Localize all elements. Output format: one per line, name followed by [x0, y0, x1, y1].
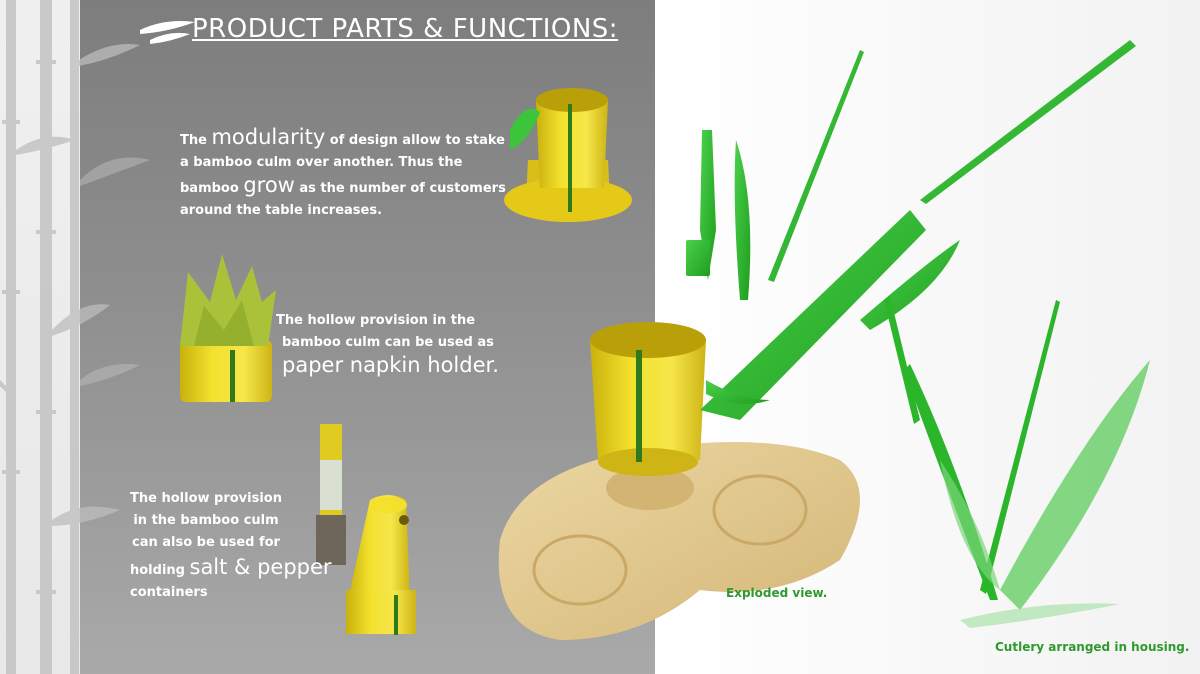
- emphasis-salt-pepper: salt & pepper: [189, 555, 332, 579]
- text-fragment: holder.: [420, 353, 499, 377]
- stacked-cup-render: [504, 88, 632, 222]
- text-fragment: of design allow to stake: [325, 133, 505, 148]
- text-line: in the bamboo culm: [133, 513, 279, 528]
- text-fragment: holding: [130, 563, 190, 578]
- page-title: PRODUCT PARTS & FUNCTIONS:: [192, 14, 619, 44]
- text-fragment: bamboo: [180, 181, 244, 196]
- exploded-view-caption: Exploded view.: [726, 586, 828, 600]
- emphasis-napkin: paper napkin: [282, 353, 421, 377]
- napkin-holder-render: [180, 254, 276, 402]
- cutlery-exploded-render: [686, 40, 1136, 420]
- cutlery-housing-render: [884, 296, 1150, 628]
- napkin-text: The hollow provision in the bamboo culm …: [276, 310, 499, 380]
- bamboo-silhouette: [0, 0, 140, 674]
- bamboo-leaf-icon: [140, 21, 195, 44]
- text-line: bamboo culm can be used as: [282, 335, 494, 350]
- text-line: around the table increases.: [180, 203, 383, 218]
- text-fragment: The: [180, 133, 212, 148]
- text-line: can also be used for: [132, 535, 280, 550]
- modularity-text: The modularity of design allow to stake …: [180, 126, 506, 222]
- salt-pepper-text-2: holding salt & pepper containers: [130, 556, 332, 604]
- text-line: a bamboo culm over another. Thus the: [180, 155, 463, 170]
- wooden-tray-render: [498, 442, 860, 640]
- text-line: containers: [130, 585, 208, 600]
- text-line: The hollow provision: [130, 491, 282, 506]
- emphasis-grow: grow: [243, 173, 295, 197]
- emphasis-modularity: modularity: [211, 125, 326, 149]
- cutlery-caption: Cutlery arranged in housing.: [995, 640, 1190, 654]
- exploded-cup-render: [590, 322, 706, 476]
- salt-pepper-text: The hollow provision in the bamboo culm …: [130, 488, 282, 554]
- text-line: The hollow provision in the: [276, 313, 476, 328]
- text-fragment: as the number of customers: [294, 181, 506, 196]
- salt-pepper-render: [316, 424, 416, 635]
